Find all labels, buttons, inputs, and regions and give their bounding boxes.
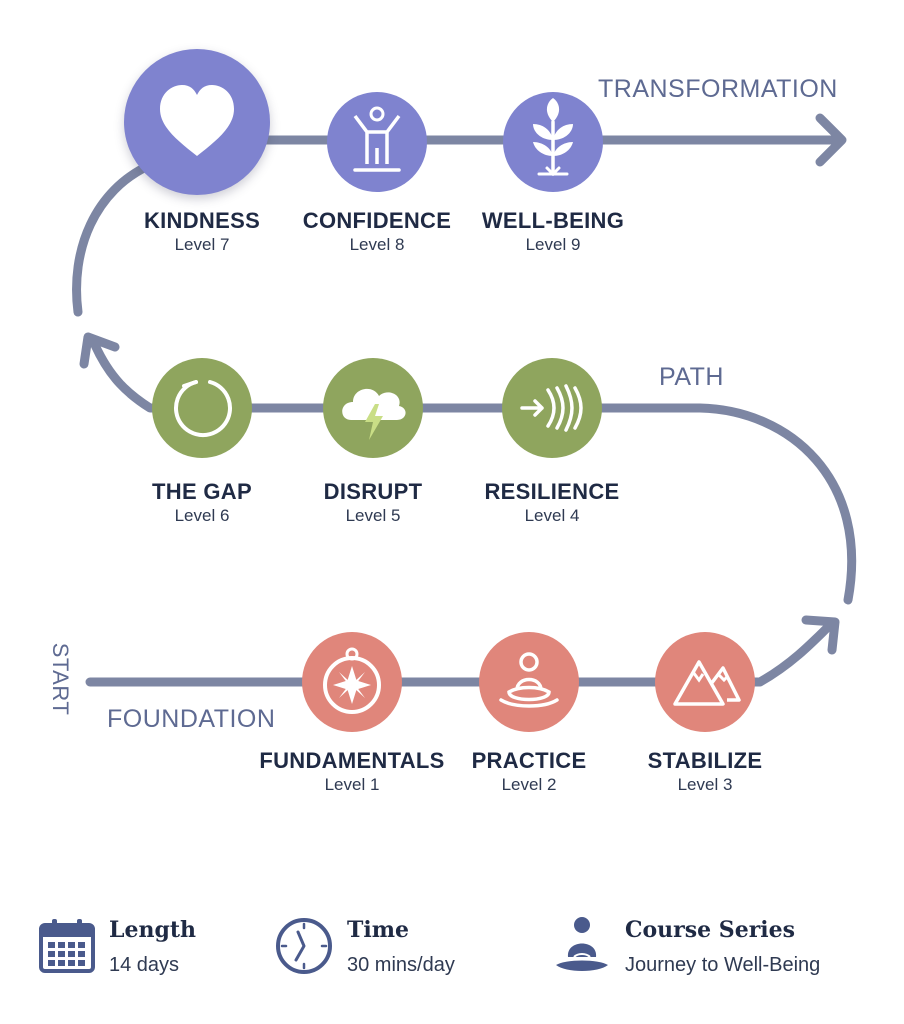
length-title: Length xyxy=(109,917,197,943)
path-right-curve xyxy=(595,403,857,605)
course-series-info: Course Series Journey to Well-Being xyxy=(552,913,872,983)
level-5-number: Level 5 xyxy=(345,506,401,525)
level-9-number: Level 9 xyxy=(525,235,581,254)
mountains-icon xyxy=(673,660,741,706)
level-1-number: Level 1 xyxy=(324,775,380,794)
level-6-circle[interactable] xyxy=(152,358,252,458)
raised-arms-person-icon xyxy=(353,106,401,172)
level-6-name: THE GAP xyxy=(152,479,252,504)
course-series-title: Course Series xyxy=(625,917,796,943)
level-7-number: Level 7 xyxy=(174,235,230,254)
level-6-label: THE GAP Level 6 xyxy=(92,479,312,527)
level-9-circle[interactable] xyxy=(503,92,603,192)
level-8-number: Level 8 xyxy=(349,235,405,254)
level-8-name: CONFIDENCE xyxy=(302,208,452,233)
path-left-curve xyxy=(72,160,155,317)
level-3-circle[interactable] xyxy=(655,632,755,732)
level-1-label: FUNDAMENTALS Level 1 xyxy=(242,748,462,796)
meditation-icon xyxy=(556,917,608,971)
foundation-path-line xyxy=(85,620,835,687)
level-7-name: KINDNESS xyxy=(143,208,261,233)
level-9-label: WELL-BEING Level 9 xyxy=(443,208,663,256)
level-2-circle[interactable] xyxy=(479,632,579,732)
sprout-icon xyxy=(533,98,573,177)
transformation-arrowhead xyxy=(815,113,847,167)
foundation-label: FOUNDATION xyxy=(107,705,276,733)
lightning-cloud-icon xyxy=(342,388,406,440)
level-2-label: PRACTICE Level 2 xyxy=(419,748,639,796)
level-4-name: RESILIENCE xyxy=(484,479,620,504)
deflect-waves-icon xyxy=(520,384,583,432)
level-4-number: Level 4 xyxy=(524,506,580,525)
level-5-label: DISRUPT Level 5 xyxy=(263,479,483,527)
level-5-circle[interactable] xyxy=(323,358,423,458)
level-5-name: DISRUPT xyxy=(323,479,423,504)
level-3-name: STABILIZE xyxy=(647,748,763,773)
time-value: 30 mins/day xyxy=(347,954,455,976)
clock-icon xyxy=(276,918,332,974)
level-7-circle[interactable] xyxy=(124,49,270,195)
level-2-number: Level 2 xyxy=(501,775,557,794)
level-3-label: STABILIZE Level 3 xyxy=(595,748,815,796)
compass-icon xyxy=(323,647,381,714)
path-middle-line xyxy=(90,340,605,413)
level-4-label: RESILIENCE Level 4 xyxy=(442,479,662,527)
open-circle-icon xyxy=(174,380,232,438)
level-6-number: Level 6 xyxy=(174,506,230,525)
meditation-icon xyxy=(499,652,559,708)
foundation-arrowhead xyxy=(801,615,840,655)
level-1-circle[interactable] xyxy=(302,632,402,732)
time-info: Time 30 mins/day xyxy=(274,915,504,985)
length-info: Length 14 days xyxy=(38,915,238,985)
heart-icon xyxy=(160,85,234,156)
calendar-icon xyxy=(39,919,95,973)
level-1-name: FUNDAMENTALS xyxy=(259,748,445,773)
level-4-circle[interactable] xyxy=(502,358,602,458)
transformation-label: TRANSFORMATION xyxy=(598,75,838,103)
length-value: 14 days xyxy=(109,954,180,976)
path-label: PATH xyxy=(659,363,724,391)
level-8-circle[interactable] xyxy=(327,92,427,192)
level-8-label: CONFIDENCE Level 8 xyxy=(267,208,487,256)
level-2-name: PRACTICE xyxy=(471,748,587,773)
start-label: START xyxy=(48,642,73,716)
course-series-value: Journey to Well-Being xyxy=(625,954,821,976)
level-3-number: Level 3 xyxy=(677,775,733,794)
level-9-name: WELL-BEING xyxy=(481,208,625,233)
level-7-label: KINDNESS Level 7 xyxy=(92,208,312,256)
path-arrowhead xyxy=(79,332,120,369)
time-title: Time xyxy=(347,917,410,943)
